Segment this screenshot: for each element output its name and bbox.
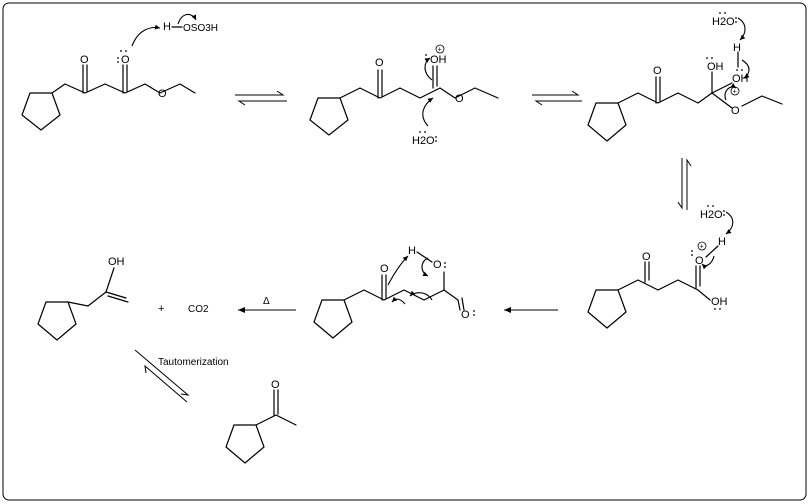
protonated-oxygen: OH <box>430 54 447 66</box>
plus-sign: + <box>158 303 164 315</box>
curly-arrow-oh-bond <box>421 257 429 277</box>
curly-arrow-oh-bond <box>701 255 715 270</box>
enol-hydroxyl: OH <box>108 256 125 268</box>
ketone-oxygen: O <box>375 57 384 69</box>
curly-arrow-pi-bond <box>424 57 433 81</box>
molecule-3-tetrahedral-intermediate: O OH OH H H2O O + <box>587 12 783 142</box>
ester-double-bond <box>122 64 128 94</box>
carboxyl-hydrogen: H <box>408 245 416 257</box>
molecule-2-protonated-ester: O OH + O H2O <box>309 44 499 147</box>
hydroxyl-oxygen: O <box>433 259 442 271</box>
ester-alkoxy-oxygen: O <box>158 88 167 100</box>
curly-arrow-enol <box>391 296 406 305</box>
curly-arrow-cc-bond <box>409 290 433 301</box>
carbon-dioxide-label: CO2 <box>188 304 209 315</box>
transferring-hydrogen: H <box>733 42 741 54</box>
equilibrium-arrow-1 <box>235 90 287 106</box>
cyclopentane-ring <box>21 92 61 131</box>
cyclopentane-ring <box>587 289 627 329</box>
curly-arrow-water-attack <box>422 97 434 127</box>
carbonyl-oxygen: O <box>461 309 470 321</box>
acid-hydrogen: H <box>163 21 171 33</box>
hydroxyl-oxygen: OH <box>711 296 728 308</box>
curly-arrow-oh-bond <box>177 13 197 25</box>
molecule-5-beta-keto-acid: O H O O <box>313 245 475 339</box>
ester-carbonyl-oxygen: O <box>121 54 130 66</box>
ethoxy-oxygen: O <box>731 105 740 117</box>
curly-arrow-protonation <box>131 24 161 47</box>
tautomerization-arrow <box>134 349 190 403</box>
equilibrium-arrow-vertical <box>677 158 692 210</box>
molecule-4-protonated-acid: O O + H H2O OH <box>587 205 734 329</box>
water-base: H2O <box>700 209 723 221</box>
heat-label: Δ <box>263 296 270 307</box>
protonated-carbonyl-oxygen: O <box>695 255 704 267</box>
water-nucleophile: H2O <box>412 135 435 147</box>
acidic-hydrogen: H <box>718 236 726 248</box>
cyclopentane-ring <box>225 424 265 464</box>
ketone-oxygen: O <box>271 379 280 391</box>
cyclopentane-ring <box>587 102 627 142</box>
sulfuric-acid-label: OSO3H <box>183 23 218 34</box>
ketone-oxygen: O <box>653 65 662 77</box>
cyclopentane-ring <box>309 97 349 136</box>
svg-text:+: + <box>438 47 442 54</box>
positive-charge <box>697 241 707 251</box>
curly-arrow-to-oxygen <box>724 83 737 101</box>
ketone-oxygen: O <box>380 263 389 275</box>
ketone-oxygen: O <box>642 251 651 263</box>
curly-arrow-ketone-to-h <box>387 255 409 286</box>
curly-arrow-oh-bond <box>741 59 750 79</box>
svg-text:+: + <box>700 244 704 251</box>
hydroxyl-oxygen: OH <box>707 61 724 73</box>
ester-alkoxy-oxygen: O <box>455 93 464 105</box>
tautomerization-label: Tautomerization <box>158 357 229 368</box>
water-base: H2O <box>712 16 735 28</box>
equilibrium-arrow-2 <box>532 90 582 106</box>
curly-arrow-deprotonation <box>737 17 746 41</box>
cyclopentane-ring <box>313 299 353 339</box>
cyclopentane-ring <box>37 301 77 341</box>
molecule-1-ethyl-ester: O O O H OSO3H <box>21 13 218 131</box>
svg-text:+: + <box>733 89 737 96</box>
curly-arrow-deprotonation <box>725 211 734 235</box>
positive-charge <box>435 44 445 54</box>
ketone-oxygen: O <box>80 54 89 66</box>
ketone-double-bond <box>82 64 88 94</box>
oxonium-oxygen: OH <box>732 73 749 85</box>
molecule-6-enol: OH <box>37 256 129 341</box>
molecule-7-ketone-product: O <box>225 379 297 464</box>
